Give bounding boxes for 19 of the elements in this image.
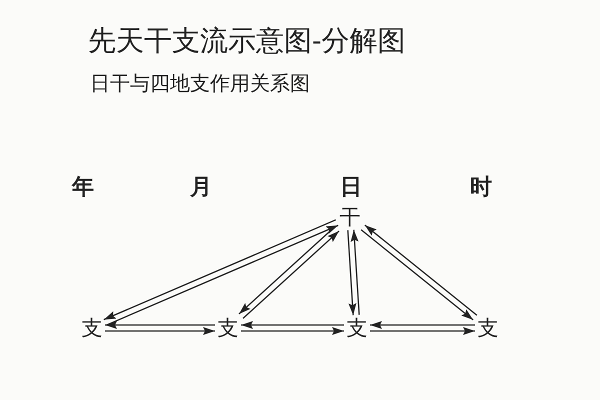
title: 先天干支流示意图-分解图 — [88, 23, 406, 59]
node-text: 支 — [346, 315, 368, 342]
node-text: 支 — [82, 315, 102, 342]
column-heading: 月 — [190, 173, 212, 202]
column-heading: 年 — [72, 173, 94, 202]
arrow — [241, 321, 344, 329]
column-heading: 时 — [470, 173, 492, 202]
arrow — [350, 230, 360, 315]
node-text: 支 — [478, 315, 498, 342]
column-heading: 日 — [340, 173, 362, 202]
arrow — [370, 321, 475, 329]
arrow — [105, 327, 215, 335]
node-text: 支 — [218, 315, 238, 342]
arrow — [241, 327, 344, 335]
node-text: 干 — [340, 204, 360, 231]
arrow — [347, 230, 356, 316]
arrow — [105, 321, 215, 329]
subtitle: 日干与四地支作用关系图 — [90, 70, 310, 97]
arrow — [370, 327, 475, 335]
